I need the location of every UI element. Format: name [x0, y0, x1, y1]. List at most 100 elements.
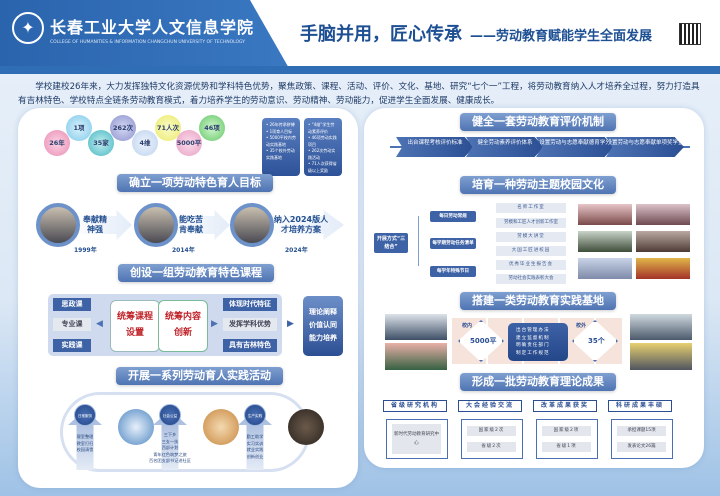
activity-line: 百名团支部书记进社区: [149, 458, 191, 463]
qr-code-icon[interactable]: [679, 23, 701, 45]
evaluation-step: 健全劳动素养评价体系: [466, 137, 544, 157]
activity-lines: 勤工助学实习实训就业实践创新创业: [225, 434, 285, 460]
stats-item: 35个校外劳动实践基地: [266, 148, 296, 161]
measure-item: 制定工作规范: [516, 350, 550, 356]
culture-photo: [578, 258, 632, 279]
stats-item: 1项育人目标: [266, 129, 296, 136]
timeline-year: 2014年: [172, 247, 195, 254]
culture-leaf: 名师工作室: [496, 203, 566, 213]
activity-line: 寝室整理: [76, 434, 94, 439]
stat-bubble: 46项: [199, 115, 225, 141]
activity-line: 三下乡: [163, 432, 177, 437]
measure-item: 明确责任部门: [516, 343, 550, 348]
stat-bubble: 1项: [66, 115, 92, 141]
activity-category: 生产实践: [244, 404, 266, 426]
research-head: 改革成果获奖: [533, 400, 597, 412]
header-divider: [0, 66, 720, 74]
research-head: 省级研究机构: [383, 400, 447, 412]
timeline-year: 1999年: [74, 247, 97, 254]
stats-item: 71人次获得省级以上奖励: [308, 161, 338, 174]
research-box: 承担课题15项发表论文26篇: [611, 419, 673, 459]
base-inner-label: 校内: [462, 323, 473, 329]
culture-photo: [578, 204, 632, 225]
timeline-text: 纳入2024版人才培养方案: [273, 215, 329, 234]
activity-photo: [288, 409, 324, 445]
course-feature: 具有吉林特色: [223, 339, 277, 352]
stat-bubble: 4维: [132, 130, 158, 156]
culture-leaf: 劳模大讲堂: [496, 232, 566, 242]
timeline-text: 能吃苦肯奉献: [179, 215, 203, 234]
activity-line: 创新创业: [246, 453, 264, 459]
research-item: 省级1项: [542, 442, 591, 452]
research-item: 省级2次: [467, 442, 516, 452]
culture-leaf: 劳模和工匠人才创新工作室: [496, 218, 566, 228]
portrait-photo: [134, 203, 178, 247]
research-box: 新时代劳动教育研究中心: [386, 419, 448, 459]
course-feature: 发挥学科优势: [223, 318, 277, 331]
culture-root: 开展方式“三结合”: [374, 233, 408, 253]
stat-bubble: 26年: [44, 130, 70, 156]
poster-subtitle: ——劳动教育赋能学生全面发展: [470, 29, 653, 44]
section-title-research: 形成一批劳动教育理论成果: [460, 373, 616, 391]
stats-box-1: 26年传承拼搏1项育人目标5000平校内劳动实践基地35个校外劳动实践基地: [262, 118, 300, 176]
section-title-base: 搭建一类劳动教育实践基地: [460, 292, 616, 310]
timeline-text: 奉献精神强: [83, 215, 107, 234]
culture-leaf: 优秀毕业生报告会: [496, 260, 566, 270]
culture-leaf: 大国工匠进校园: [496, 246, 566, 256]
culture-photo: [636, 231, 690, 252]
evaluation-step: 出台课程考核评价标准: [396, 137, 474, 157]
activity-line: 就业实践: [246, 447, 264, 452]
header-brand-band: [0, 0, 290, 70]
section-title-activity: 开展一系列劳动育人实践活动: [116, 367, 283, 385]
course-center-box: 统筹内容创新: [158, 300, 208, 352]
evaluation-step: 设置劳动与志愿奉献单项奖学金: [606, 137, 684, 157]
school-name-en: COLLEGE OF HUMANITIES & INFORMATION CHAN…: [50, 40, 246, 45]
activity-line: 勤工助学: [246, 434, 264, 439]
section-title-culture: 培育一种劳动主题校园文化: [460, 176, 616, 194]
activity-photo: [118, 409, 154, 445]
stat-bubble: 35家: [88, 130, 114, 156]
arrow-right-icon: ▶: [211, 319, 218, 329]
activity-lines: 寝室整理教室打扫校园清雪: [55, 434, 115, 454]
school-logo-icon: ✦: [12, 12, 44, 44]
course-outcome: 理论阐释价值认同能力培养: [303, 296, 343, 356]
course-type: 专业课: [53, 318, 91, 331]
stat-bubble: 262次: [110, 115, 136, 141]
activity-line: 校园清雪: [76, 447, 94, 452]
course-feature: 体现时代特征: [223, 298, 277, 311]
research-head: 大会经验交流: [458, 400, 522, 412]
base-photo: [385, 343, 447, 370]
right-panel: [364, 108, 704, 468]
base-photo: [630, 343, 692, 370]
base-outer-label: 校外: [576, 323, 587, 329]
research-box: 国家级2次省级2次: [461, 419, 523, 459]
base-photo: [630, 314, 692, 340]
arrow-left-icon: ◀: [96, 319, 103, 329]
culture-photo: [636, 204, 690, 225]
stats-item: 262次劳动实践活动: [308, 148, 338, 161]
stats-item: 26年传承拼搏: [266, 122, 296, 129]
research-item: 发表论文26篇: [617, 442, 666, 452]
research-head: 科研成果丰硕: [608, 400, 672, 412]
research-item: 国家级2次: [467, 426, 516, 436]
activity-category: 社会公益: [159, 404, 181, 426]
culture-branch: 每日劳动常规: [430, 211, 476, 222]
measure-item: 出台管理办法: [516, 328, 550, 333]
activity-photo: [203, 409, 239, 445]
school-name: 长春工业大学人文信息学院: [50, 18, 255, 37]
stats-item: “4维”学生劳动素养评价: [308, 122, 338, 135]
portrait-photo: [230, 203, 274, 247]
stats-box-2: “4维”学生劳动素养评价46项劳动实践项目262次劳动实践活动71人次获得省级以…: [304, 118, 342, 176]
culture-branch: 每学年特殊节日: [430, 266, 476, 277]
research-item: 新时代劳动教育研究中心: [392, 424, 441, 454]
section-title-evaluation: 健全一套劳动教育评价机制: [460, 113, 616, 131]
activity-category: 日常服务: [74, 404, 96, 426]
base-measures: 出台管理办法建立监督机制明确责任部门制定工作规范: [508, 323, 568, 361]
activity-line: 教室打扫: [76, 440, 94, 446]
activity-line: 青年红色筑梦之旅: [153, 451, 187, 457]
culture-photo: [578, 231, 632, 252]
section-title-goal: 确立一项劳动特色育人目标: [117, 174, 273, 192]
arrow-right-icon: ▶: [287, 319, 294, 329]
tree-connector: [418, 216, 419, 266]
culture-photo: [636, 258, 690, 279]
